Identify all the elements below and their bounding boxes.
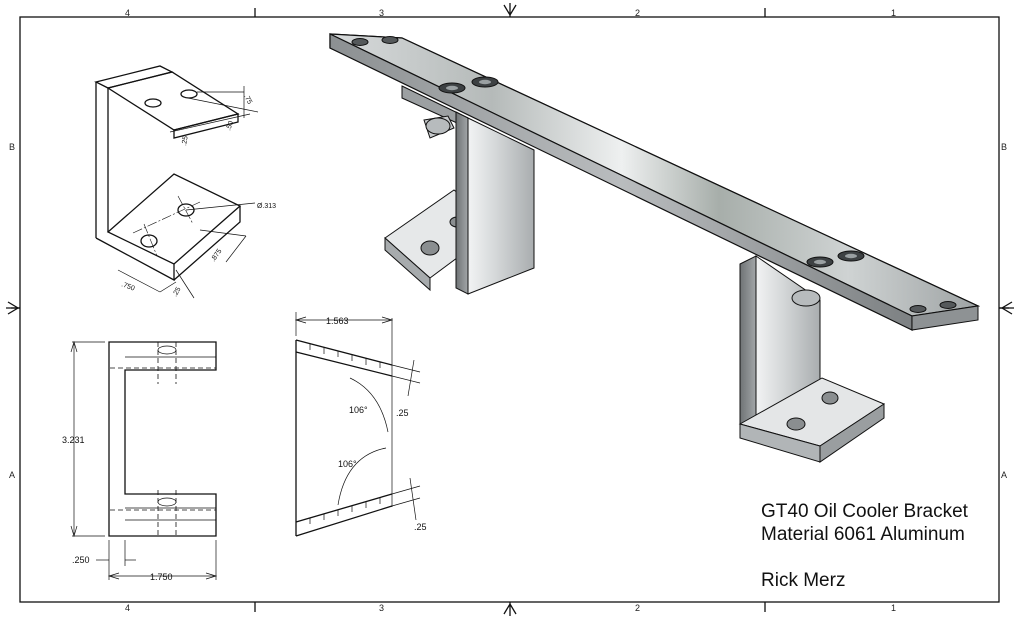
title-line-2: Material 6061 Aluminum <box>761 524 965 545</box>
title-block: GT40 Oil Cooler Bracket Material 6061 Al… <box>761 501 969 591</box>
front-dim-thickness: .250 <box>72 555 90 565</box>
angle-dim-top: 106° <box>349 405 368 415</box>
iso-dim-25-bottom: .25 <box>172 286 183 298</box>
zone-bottom-2: 2 <box>635 603 640 613</box>
angle-dim-thickness-bottom: .25 <box>414 522 427 532</box>
zone-top-1: 1 <box>891 8 896 18</box>
iso-dim-25-top: .25 <box>181 135 190 146</box>
zone-right-a: A <box>1001 470 1007 480</box>
front-view: 3.231 .250 1.750 <box>62 340 218 582</box>
zone-bottom-1: 1 <box>891 603 896 613</box>
zone-right-b: B <box>1001 142 1007 152</box>
iso-dim-750: .750 <box>120 281 135 292</box>
angle-view: 1.563 106° 106° .25 .25 <box>294 312 427 537</box>
rendered-assembly <box>329 33 981 463</box>
front-dim-height: 3.231 <box>62 435 85 445</box>
author-name: Rick Merz <box>761 570 845 591</box>
iso-bracket-view: .75 .50 .25 Ø.313 .875 .750 .25 <box>94 65 276 299</box>
iso-dim-diameter: Ø.313 <box>257 203 276 210</box>
front-dim-width: 1.750 <box>150 572 173 582</box>
zone-ticks <box>6 3 1014 616</box>
zone-labels: 4 3 2 1 4 3 2 1 B A B A <box>9 8 1007 613</box>
zone-top-3: 3 <box>379 8 384 18</box>
iso-dim-50: .50 <box>225 120 235 132</box>
zone-top-4: 4 <box>125 8 130 18</box>
iso-dim-875: .875 <box>210 248 224 263</box>
iso-dim-75: .75 <box>242 94 253 106</box>
title-line-1: GT40 Oil Cooler Bracket <box>761 501 969 522</box>
zone-top-2: 2 <box>635 8 640 18</box>
angle-dim-bottom: 106° <box>338 459 357 469</box>
zone-bottom-3: 3 <box>379 603 384 613</box>
zone-left-a: A <box>9 470 15 480</box>
zone-bottom-4: 4 <box>125 603 130 613</box>
zone-left-b: B <box>9 142 15 152</box>
angle-dim-width: 1.563 <box>326 316 349 326</box>
angle-dim-thickness-top: .25 <box>396 408 409 418</box>
